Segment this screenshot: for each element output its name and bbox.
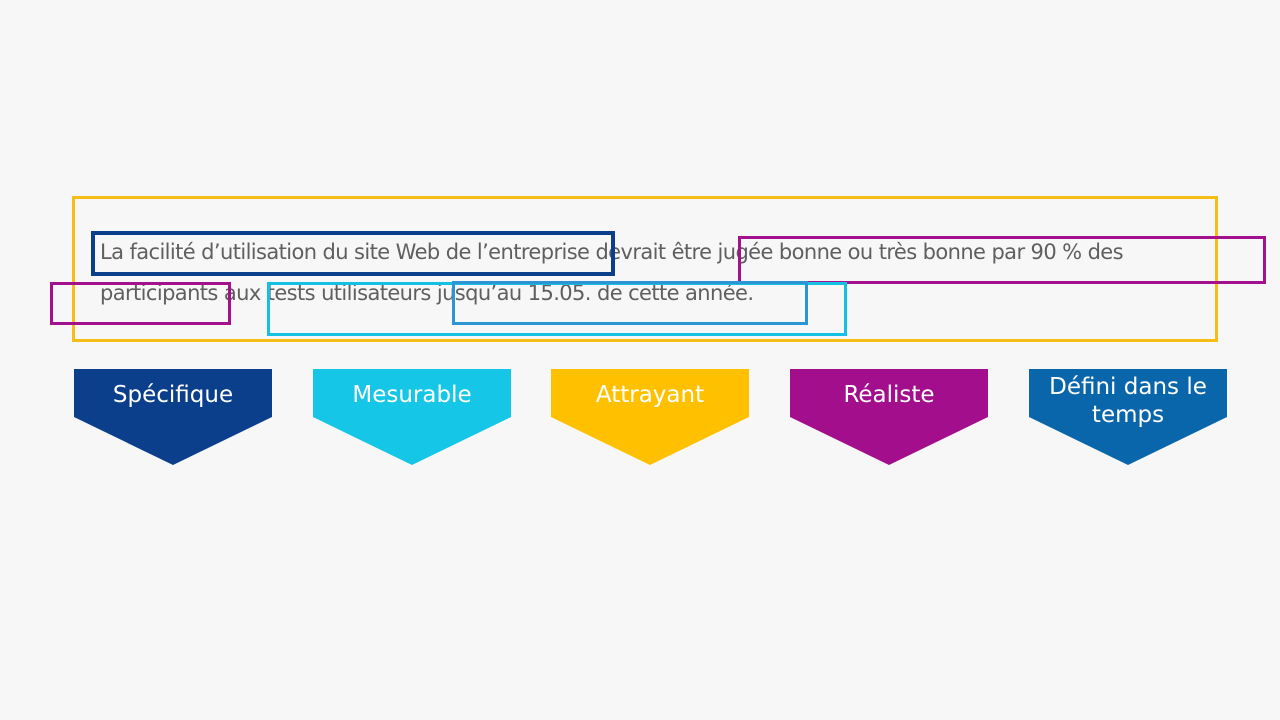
chevron-realistic: Réaliste — [790, 369, 988, 465]
realistic-highlight-box-line-1 — [738, 236, 1266, 284]
goal-statement-frame — [72, 196, 1218, 342]
time-bound-highlight-box — [452, 281, 808, 325]
specific-highlight-box — [91, 231, 615, 276]
chevron-attractive: Attrayant — [551, 369, 749, 465]
goal-statement-line-2: participants aux tests utilisateurs jusq… — [100, 281, 754, 305]
chevron-time-bound: Défini dans le temps — [1029, 369, 1227, 465]
chevron-specific: Spécifique — [74, 369, 272, 465]
chevron-measurable: Mesurable — [313, 369, 511, 465]
realistic-highlight-box-line-2 — [50, 282, 231, 325]
